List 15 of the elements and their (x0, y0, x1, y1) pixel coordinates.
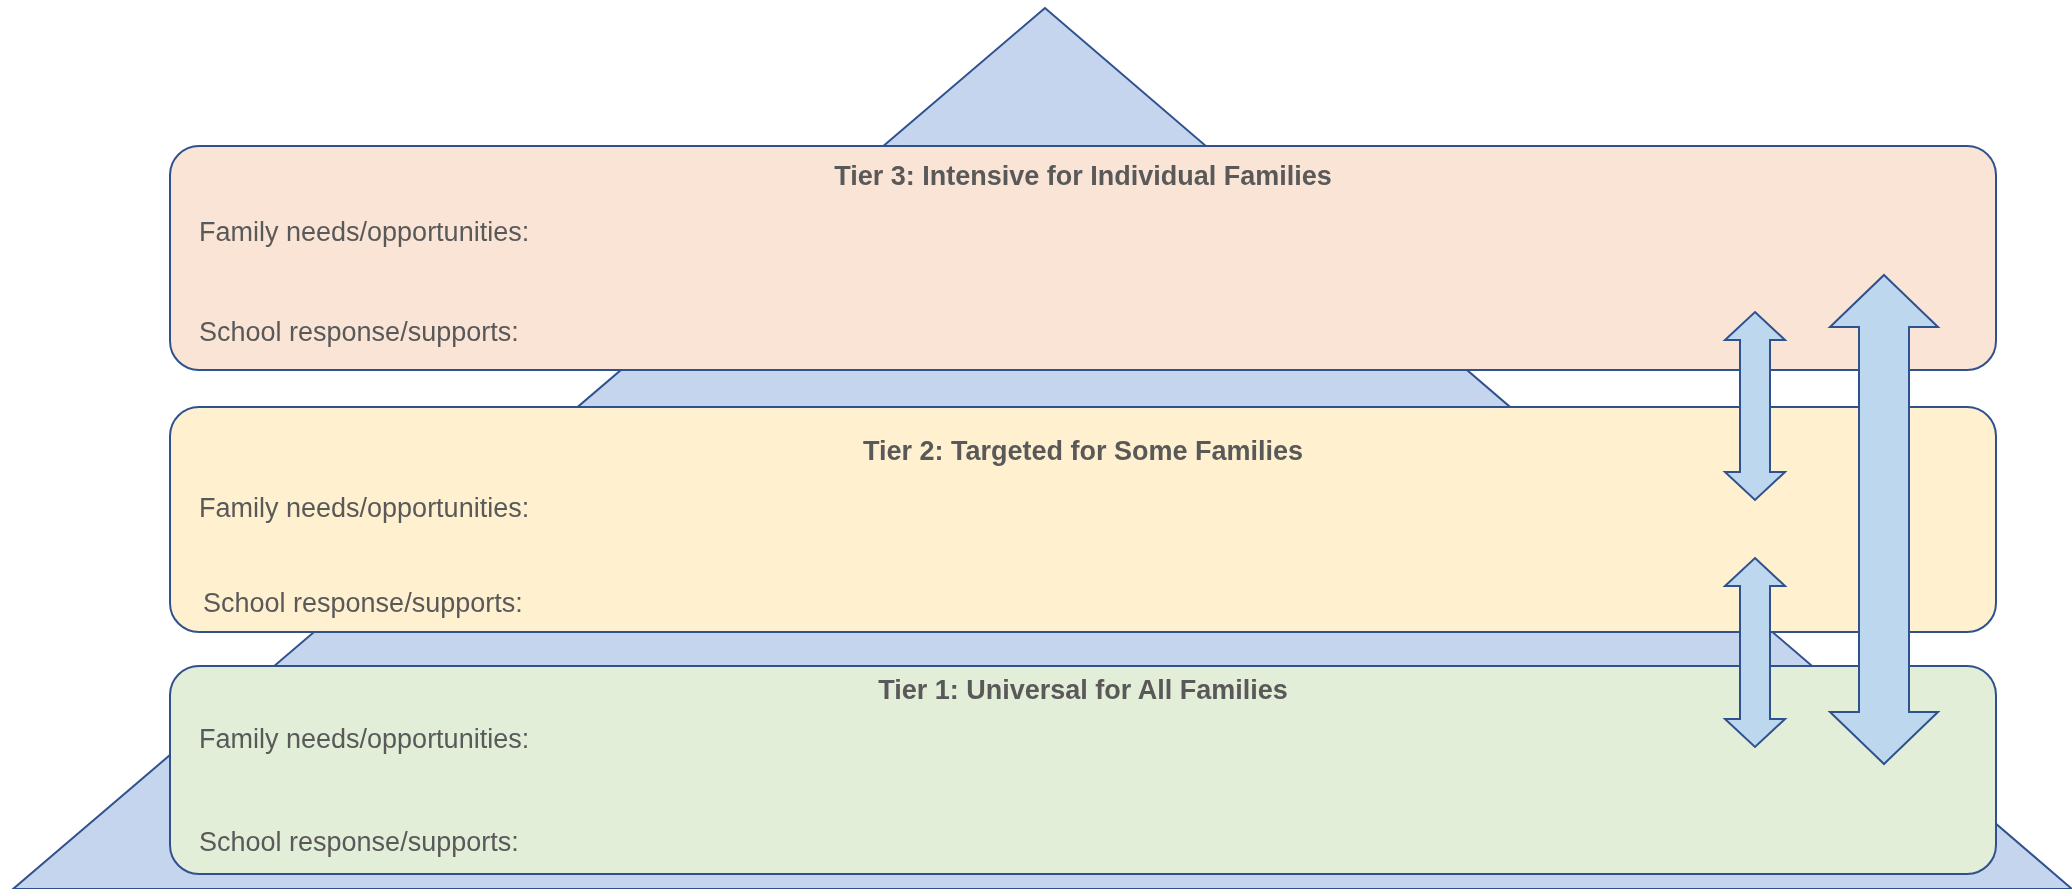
body-text: Family needs/opportunities: (199, 724, 530, 755)
double-arrow (1722, 556, 1788, 749)
tier-box (169, 145, 1997, 371)
body-text: School response/supports: (199, 827, 519, 858)
tier-heading: Tier 1: Universal for All Families (877, 675, 1289, 706)
double-arrow (1827, 273, 1941, 766)
body-text: School response/supports: (199, 317, 519, 348)
body-text: Family needs/opportunities: (199, 217, 530, 248)
tier-heading: Tier 3: Intensive for Individual Families (833, 161, 1333, 192)
tier-box (169, 665, 1997, 875)
double-arrow (1722, 310, 1788, 502)
tier-box (169, 406, 1997, 633)
body-text: Family needs/opportunities: (199, 493, 530, 524)
body-text: School response/supports: (203, 588, 523, 619)
tier-heading: Tier 2: Targeted for Some Families (861, 436, 1305, 467)
